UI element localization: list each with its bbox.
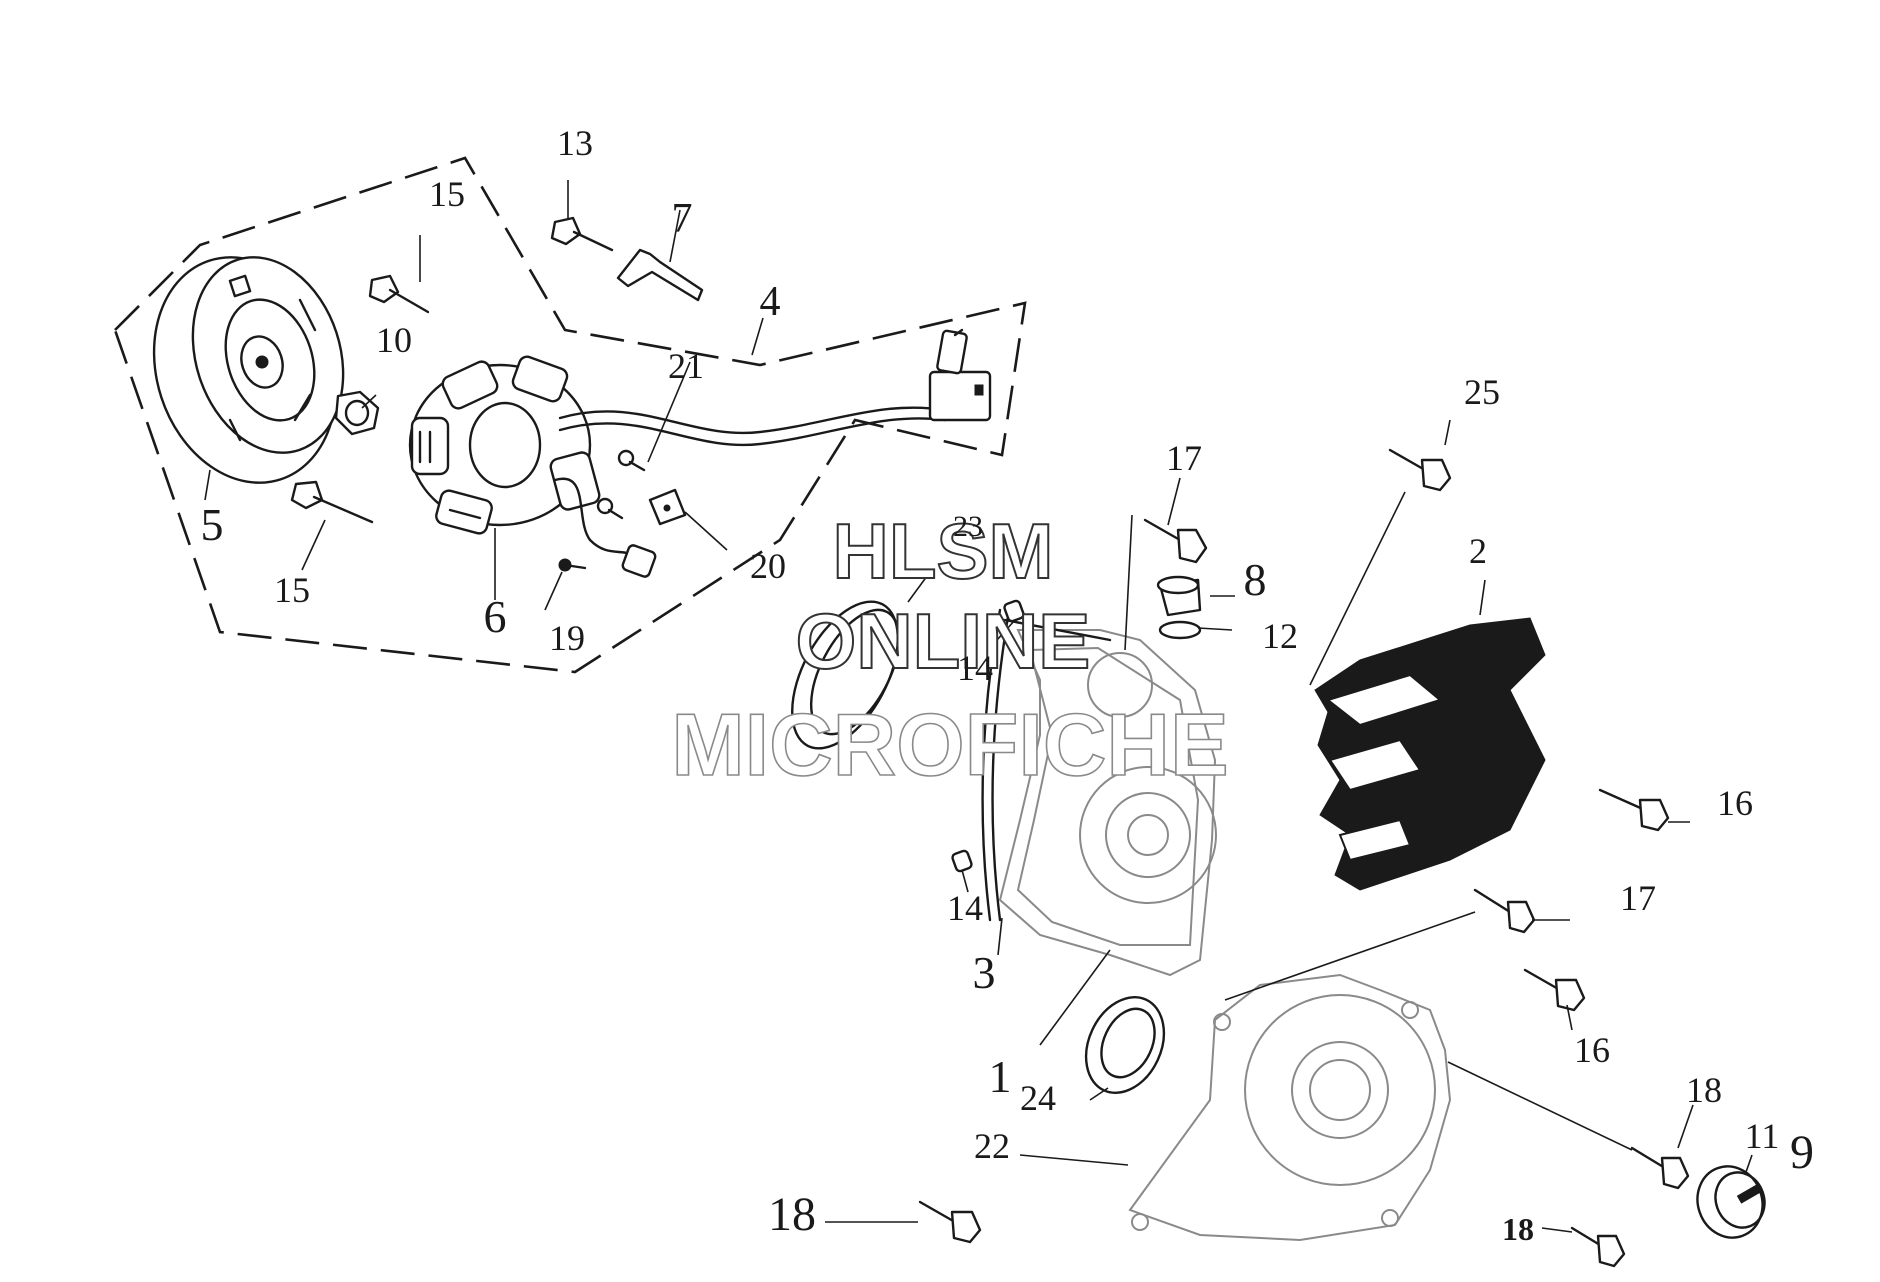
bolt-15-lower bbox=[290, 480, 374, 524]
bolt-15-upper bbox=[368, 274, 430, 314]
callout-5: 5 bbox=[201, 499, 224, 550]
sprocket-cover bbox=[1314, 617, 1546, 891]
callout-12: 12 bbox=[1262, 616, 1298, 656]
callout-labels: 13 15 7 4 10 21 5 15 6 19 20 23 17 8 12 … bbox=[201, 123, 1815, 1247]
flywheel-rotor bbox=[152, 256, 345, 484]
callout-15: 15 bbox=[429, 174, 465, 214]
watermark-line-1: HLSM bbox=[833, 507, 1054, 595]
callout-19: 19 bbox=[549, 618, 585, 658]
wire-guide-bracket bbox=[616, 248, 704, 302]
callout-18: 18 bbox=[1502, 1211, 1534, 1247]
stator-coil bbox=[408, 355, 601, 535]
bolt-18-bottom bbox=[1570, 1226, 1626, 1268]
screw-small-a bbox=[617, 449, 646, 472]
callout-10: 10 bbox=[376, 320, 412, 360]
callout-8: 8 bbox=[1244, 554, 1267, 605]
callout-17: 17 bbox=[1620, 878, 1656, 918]
bolt-18-left bbox=[918, 1200, 982, 1244]
callout-20: 20 bbox=[750, 546, 786, 586]
bolt-17-upper bbox=[1143, 518, 1208, 564]
callout-16: 16 bbox=[1574, 1030, 1610, 1070]
bolt-17-lower bbox=[1473, 888, 1536, 934]
assembly-boundary-dashed bbox=[113, 156, 1027, 674]
pulse-sensor-lead bbox=[553, 477, 657, 578]
callout-6: 6 bbox=[484, 591, 507, 642]
bolt-25 bbox=[1388, 448, 1452, 492]
callout-25: 25 bbox=[1464, 372, 1500, 412]
callout-14: 14 bbox=[957, 648, 993, 688]
callout-7: 7 bbox=[672, 196, 693, 242]
bolt-18-right bbox=[1630, 1146, 1690, 1190]
wire-harness bbox=[558, 328, 992, 447]
callout-18: 18 bbox=[1686, 1070, 1722, 1110]
callout-24: 24 bbox=[1020, 1078, 1056, 1118]
outer-cover-22 bbox=[1128, 973, 1452, 1242]
callout-21: 21 bbox=[668, 346, 704, 386]
screw-small-b bbox=[596, 497, 624, 520]
callout-11: 11 bbox=[1745, 1116, 1780, 1156]
wire-clamp-plate bbox=[648, 488, 687, 526]
callout-16: 16 bbox=[1717, 783, 1753, 823]
o-ring-23 bbox=[791, 600, 901, 750]
callout-14: 14 bbox=[947, 888, 983, 928]
callout-4: 4 bbox=[760, 279, 781, 325]
dowel-pin-upper bbox=[1003, 599, 1025, 623]
bolt-16-upper bbox=[1598, 788, 1670, 832]
callout-17: 17 bbox=[1166, 438, 1202, 478]
inspection-plug-8 bbox=[1156, 575, 1202, 617]
watermark-line-3: MICROFICHE bbox=[671, 695, 1228, 794]
cap-plug-9 bbox=[1696, 1165, 1766, 1239]
bolt-16-lower bbox=[1523, 968, 1586, 1012]
callout-3: 3 bbox=[973, 947, 996, 998]
callout-13: 13 bbox=[557, 123, 593, 163]
callout-15: 15 bbox=[274, 570, 310, 610]
dowel-pin-lower bbox=[951, 849, 973, 873]
oil-seal-24 bbox=[1084, 995, 1166, 1095]
watermark-line-2: ONLINE bbox=[796, 597, 1091, 685]
bolt-13 bbox=[550, 216, 614, 252]
callout-1: 1 bbox=[989, 1051, 1012, 1102]
o-ring-12 bbox=[1158, 620, 1202, 640]
left-crankcase-cover bbox=[981, 603, 1217, 977]
callout-2: 2 bbox=[1469, 531, 1487, 571]
leader-lines bbox=[204, 180, 1753, 1233]
callout-22: 22 bbox=[974, 1126, 1010, 1166]
callout-23: 23 bbox=[953, 510, 983, 543]
callout-9: 9 bbox=[1790, 1126, 1814, 1179]
callout-18: 18 bbox=[768, 1188, 816, 1241]
